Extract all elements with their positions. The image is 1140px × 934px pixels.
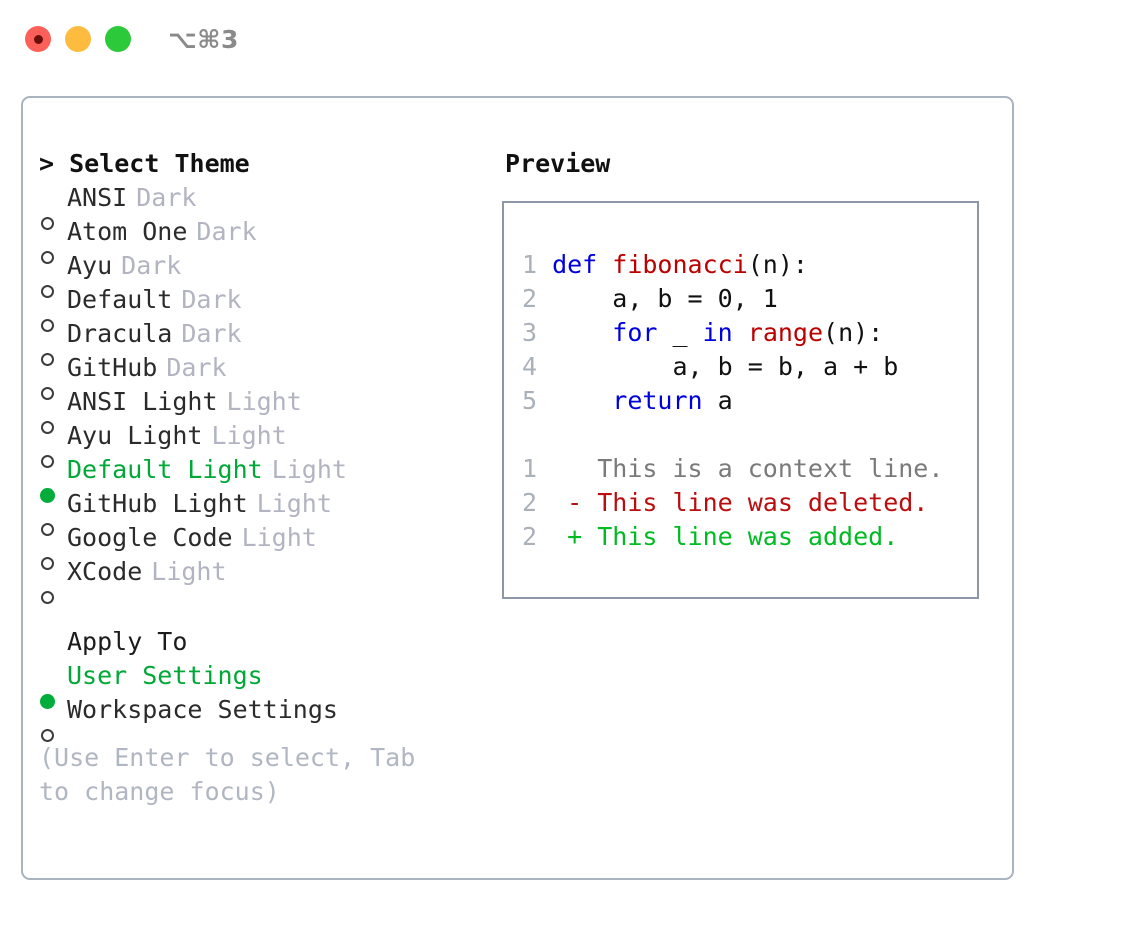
code-token (552, 386, 612, 415)
theme-option-label: Ayu Light (67, 421, 203, 450)
theme-category-label: Light (151, 557, 227, 586)
keyboard-shortcut-label: ⌥⌘3 (168, 24, 239, 54)
apply-to-heading: Apply To (67, 627, 188, 656)
theme-option-item[interactable]: Default Dark (39, 283, 493, 332)
maximize-button[interactable] (105, 26, 131, 52)
code-token: def (552, 250, 613, 279)
code-line-number: 4 (521, 352, 537, 381)
theme-option-item[interactable]: Atom One Dark (39, 215, 493, 264)
theme-option-item[interactable]: Dracula Dark (39, 317, 493, 366)
theme-option-item[interactable]: Default Light Light (39, 453, 493, 503)
preview-column: Preview 1 def fibonacci(n):2 a, b = 0, 1… (493, 98, 1012, 878)
theme-option-label: ANSI (67, 183, 128, 212)
code-token: return (612, 386, 703, 415)
diff-line-number: 1 (521, 454, 537, 483)
diff-sign: + (567, 522, 598, 551)
code-token: fibonacci (612, 250, 748, 279)
code-line-number: 2 (521, 284, 537, 313)
diff-line: 2 - This line was deleted. (504, 486, 977, 520)
code-token: for (612, 318, 658, 347)
diff-line-number: 2 (521, 522, 537, 551)
keyboard-hint-text: (Use Enter to select, Tab to change focu… (39, 743, 431, 806)
diff-text: This line was deleted. (597, 488, 929, 517)
code-line: 1 def fibonacci(n): (504, 248, 977, 282)
theme-option-label: Default (67, 285, 173, 314)
theme-category-label: Dark (181, 319, 242, 348)
diff-text: This is a context line. (597, 454, 944, 483)
theme-option-label: Default Light (67, 455, 263, 484)
diff-sample: 1 This is a context line.2 - This line w… (504, 452, 977, 554)
theme-option-label: GitHub Light (67, 489, 248, 518)
theme-category-label: Light (241, 523, 317, 552)
theme-option-item[interactable]: Ayu Dark (39, 249, 493, 298)
theme-category-label: Light (211, 421, 287, 450)
code-token: _ (657, 318, 703, 347)
diff-line: 2 + This line was added. (504, 520, 977, 554)
code-line-number: 5 (521, 386, 537, 415)
code-line: 2 a, b = 0, 1 (504, 282, 977, 316)
theme-category-label: Light (226, 387, 302, 416)
theme-option-item[interactable]: Google Code Light (39, 521, 493, 570)
code-token: (n): (823, 318, 884, 347)
code-token (733, 318, 748, 347)
code-token: a (702, 386, 733, 415)
diff-sign: - (567, 488, 598, 517)
title-bar: ⌥⌘3 (0, 0, 1140, 78)
apply-scope-option-label: User Settings (67, 661, 263, 690)
preview-heading: Preview (505, 149, 611, 178)
theme-category-label: Dark (181, 285, 242, 314)
diff-line-number: 2 (521, 488, 537, 517)
code-token: range (747, 318, 824, 347)
code-token: in (702, 318, 733, 347)
theme-category-label: Dark (196, 217, 257, 246)
theme-option-item[interactable]: XCode Light (39, 555, 493, 604)
theme-option-label: XCode (67, 557, 143, 586)
theme-option-label: Ayu (67, 251, 113, 280)
theme-category-label: Light (271, 455, 347, 484)
code-line: 5 return a (504, 384, 977, 418)
apply-scope-option-label: Workspace Settings (67, 695, 338, 724)
theme-option-label: Atom One (67, 217, 188, 246)
diff-line: 1 This is a context line. (504, 452, 977, 486)
select-theme-heading: > Select Theme (39, 149, 250, 178)
code-line: 3 for _ in range(n): (504, 316, 977, 350)
theme-option-label: Google Code (67, 523, 233, 552)
theme-option-item[interactable]: Ayu Light Light (39, 419, 493, 468)
code-token: (n): (747, 250, 808, 279)
code-line-number: 3 (521, 318, 537, 347)
theme-option-label: ANSI Light (67, 387, 218, 416)
diff-text: This line was added. (597, 522, 899, 551)
close-button[interactable] (25, 26, 51, 52)
theme-category-label: Dark (166, 353, 227, 382)
theme-option-item[interactable]: ANSI Dark (39, 181, 493, 230)
code-token: a, b = b, a + b (552, 352, 899, 381)
theme-option-item[interactable]: GitHub Light Light (39, 487, 493, 536)
apply-scope-option-item[interactable]: User Settings (39, 659, 493, 709)
theme-option-item[interactable]: ANSI Light Light (39, 385, 493, 434)
theme-category-label: Light (256, 489, 332, 518)
theme-option-label: Dracula (67, 319, 173, 348)
diff-sign (567, 454, 597, 483)
apply-scope-option-item[interactable]: Workspace Settings (39, 693, 493, 742)
theme-category-label: Dark (121, 251, 182, 280)
theme-option-item[interactable]: GitHub Dark (39, 351, 493, 400)
code-token: a, b = 0, 1 (552, 284, 778, 313)
code-line: 4 a, b = b, a + b (504, 350, 977, 384)
minimize-button[interactable] (65, 26, 91, 52)
code-line-number: 1 (521, 250, 537, 279)
code-token (552, 318, 612, 347)
theme-category-label: Dark (136, 183, 197, 212)
theme-option-label: GitHub (67, 353, 158, 382)
